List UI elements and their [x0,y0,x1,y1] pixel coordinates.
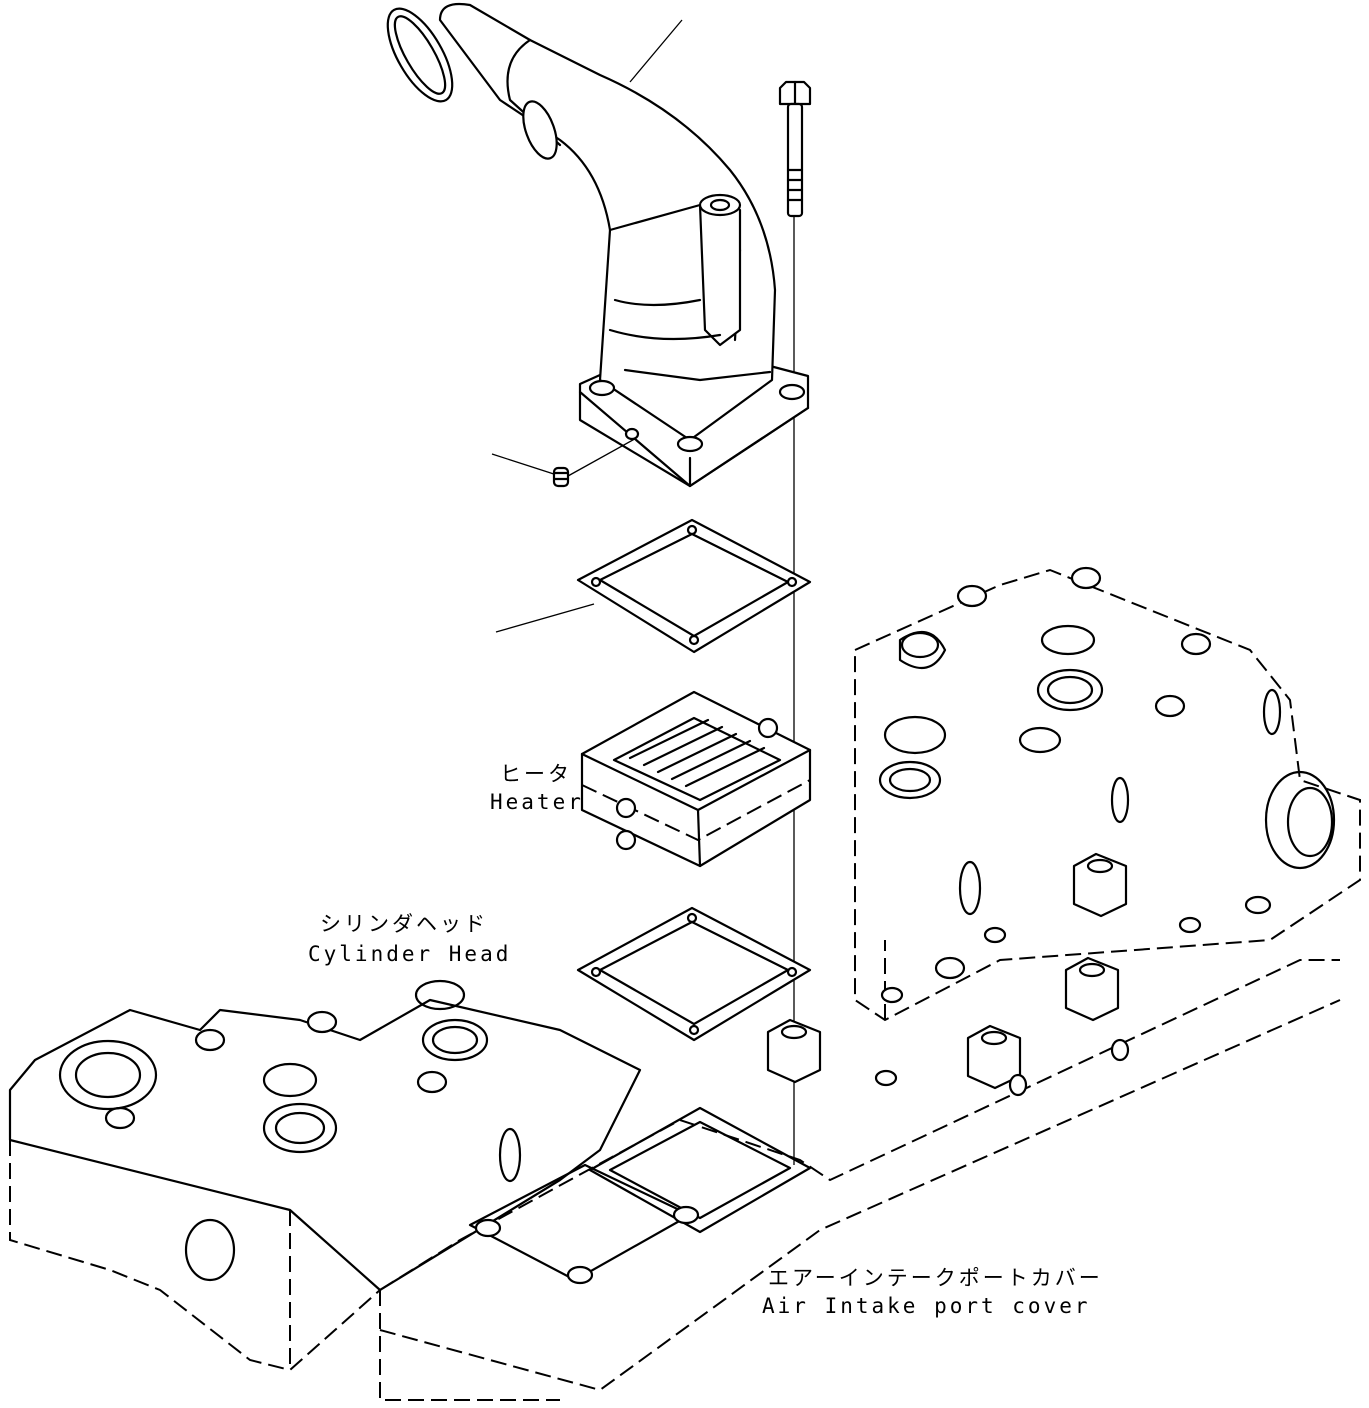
gasket-upper [576,518,812,654]
mounting-bolt [778,80,812,218]
air-intake-port-cover [379,852,1341,1401]
cover-label-jp: エアーインテークポートカバー [768,1266,1103,1290]
heater-label-jp: ヒータ [500,762,572,786]
cylinder-head-label-en: Cylinder Head [308,942,512,966]
intake-elbow-pipe [386,2,810,488]
cylinder-head-label-jp: シリンダヘッド [320,912,488,936]
heater-unit [580,690,812,868]
cylinder-head-rear [854,566,1361,1022]
plug-screw [552,466,570,488]
gasket-lower [576,906,812,1042]
cylinder-head-front [8,979,642,1372]
cover-label-en: Air Intake port cover [762,1294,1091,1318]
heater-label-en: Heater [490,790,584,814]
